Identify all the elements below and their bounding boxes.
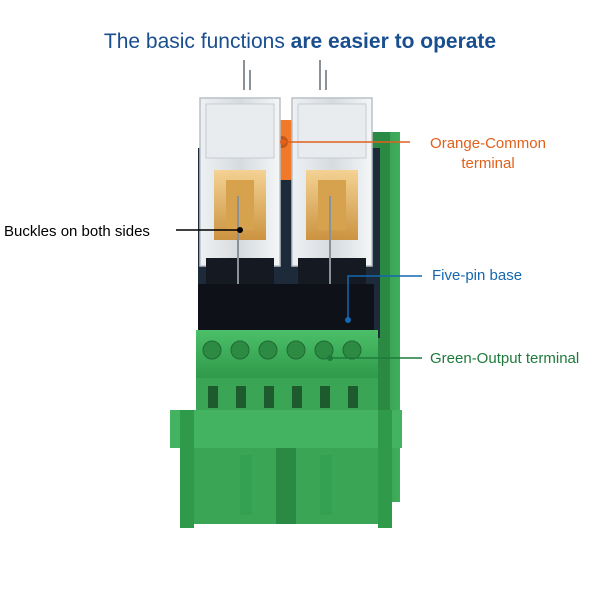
relay-left <box>199 97 281 286</box>
green-output-terminal <box>196 330 378 412</box>
callout-green-output: Green-Output terminal <box>430 350 580 367</box>
callout-orange-line1: Orange-Common <box>430 135 546 152</box>
title-regular: The basic functions <box>103 30 291 53</box>
callout-five-pin-base: Five-pin base <box>432 267 523 284</box>
callout-orange-line2: terminal <box>461 155 515 172</box>
five-pin-base <box>198 284 374 330</box>
relay-buckle-clips <box>237 60 331 300</box>
callout-leader-lines <box>176 141 422 359</box>
callout-orange-common: Orange-Common terminal <box>421 134 555 174</box>
green-housing <box>170 410 402 528</box>
relay-right <box>291 97 373 286</box>
title-bold: are easier to operate <box>290 30 497 53</box>
callout-dots <box>237 139 351 361</box>
page-title: The basic functions are easier to operat… <box>0 30 600 54</box>
callout-buckles: Buckles on both sides <box>4 223 150 240</box>
